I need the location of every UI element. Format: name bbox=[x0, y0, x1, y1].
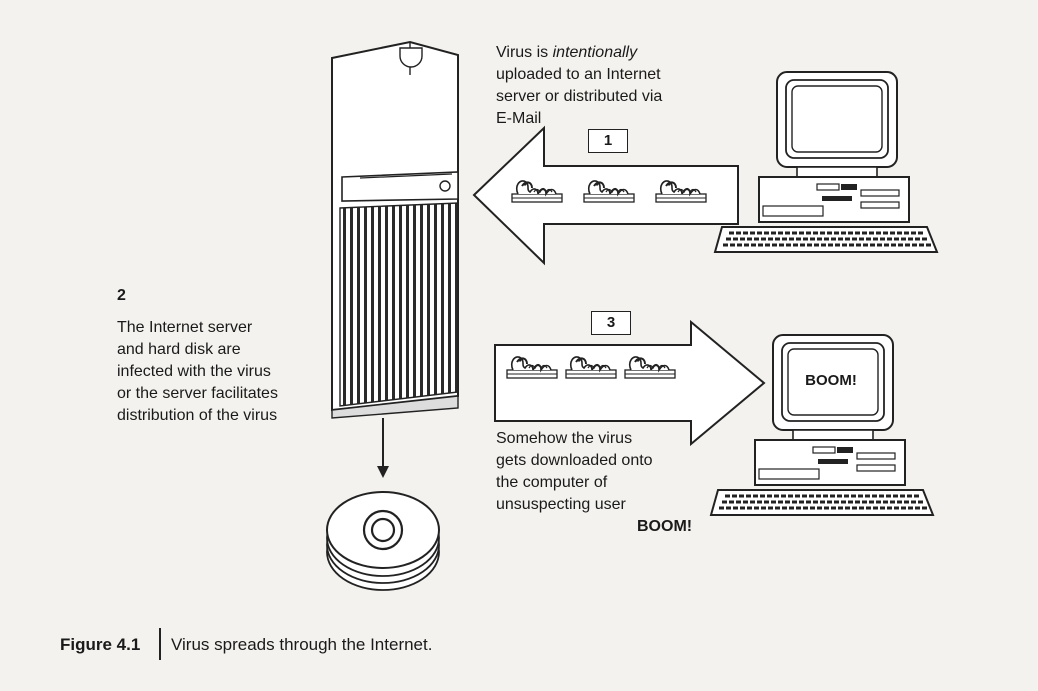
step3-line2: gets downloaded onto bbox=[496, 452, 653, 469]
boom-screen-text: BOOM! bbox=[805, 372, 857, 389]
server-to-disk-arrow-icon bbox=[377, 418, 389, 478]
step1-line2: uploaded to an Internet bbox=[496, 66, 661, 83]
step2-description: The Internet server and hard disk are in… bbox=[117, 317, 278, 427]
step3-number: 3 bbox=[591, 311, 631, 335]
step2-line5: distribution of the virus bbox=[117, 407, 278, 424]
step3-description: Somehow the virus gets downloaded onto t… bbox=[496, 428, 653, 516]
step1-line1-prefix: Virus is bbox=[496, 44, 553, 61]
disk-stack-icon bbox=[326, 491, 440, 591]
step2-line2: and hard disk are bbox=[117, 341, 241, 358]
step2-line3: infected with the virus bbox=[117, 363, 271, 380]
server-tower-icon bbox=[331, 40, 459, 419]
step3-line4: unsuspecting user bbox=[496, 496, 626, 513]
figure-caption-text: Virus spreads through the Internet. bbox=[171, 635, 433, 654]
step1-number: 1 bbox=[588, 129, 628, 153]
step2-number: 2 bbox=[117, 287, 126, 304]
figure-caption-label: Figure 4.1 bbox=[60, 635, 141, 654]
arrow-right-icon bbox=[494, 319, 766, 447]
step2-line1: The Internet server bbox=[117, 319, 253, 336]
step1-line3: server or distributed via bbox=[496, 88, 663, 105]
step1-line4: E-Mail bbox=[496, 110, 542, 127]
step3-line3: the computer of bbox=[496, 474, 608, 491]
step2-line4: or the server facilitates bbox=[117, 385, 278, 402]
step1-description: Virus is intentionally uploaded to an In… bbox=[496, 42, 662, 130]
step3-line1: Somehow the virus bbox=[496, 430, 633, 447]
computer-icon bbox=[713, 70, 939, 254]
computer-icon bbox=[709, 333, 935, 517]
step3-boom-label: BOOM! bbox=[637, 518, 693, 535]
step1-line1-emphasis: intentionally bbox=[552, 44, 638, 61]
caption-divider bbox=[159, 628, 161, 660]
